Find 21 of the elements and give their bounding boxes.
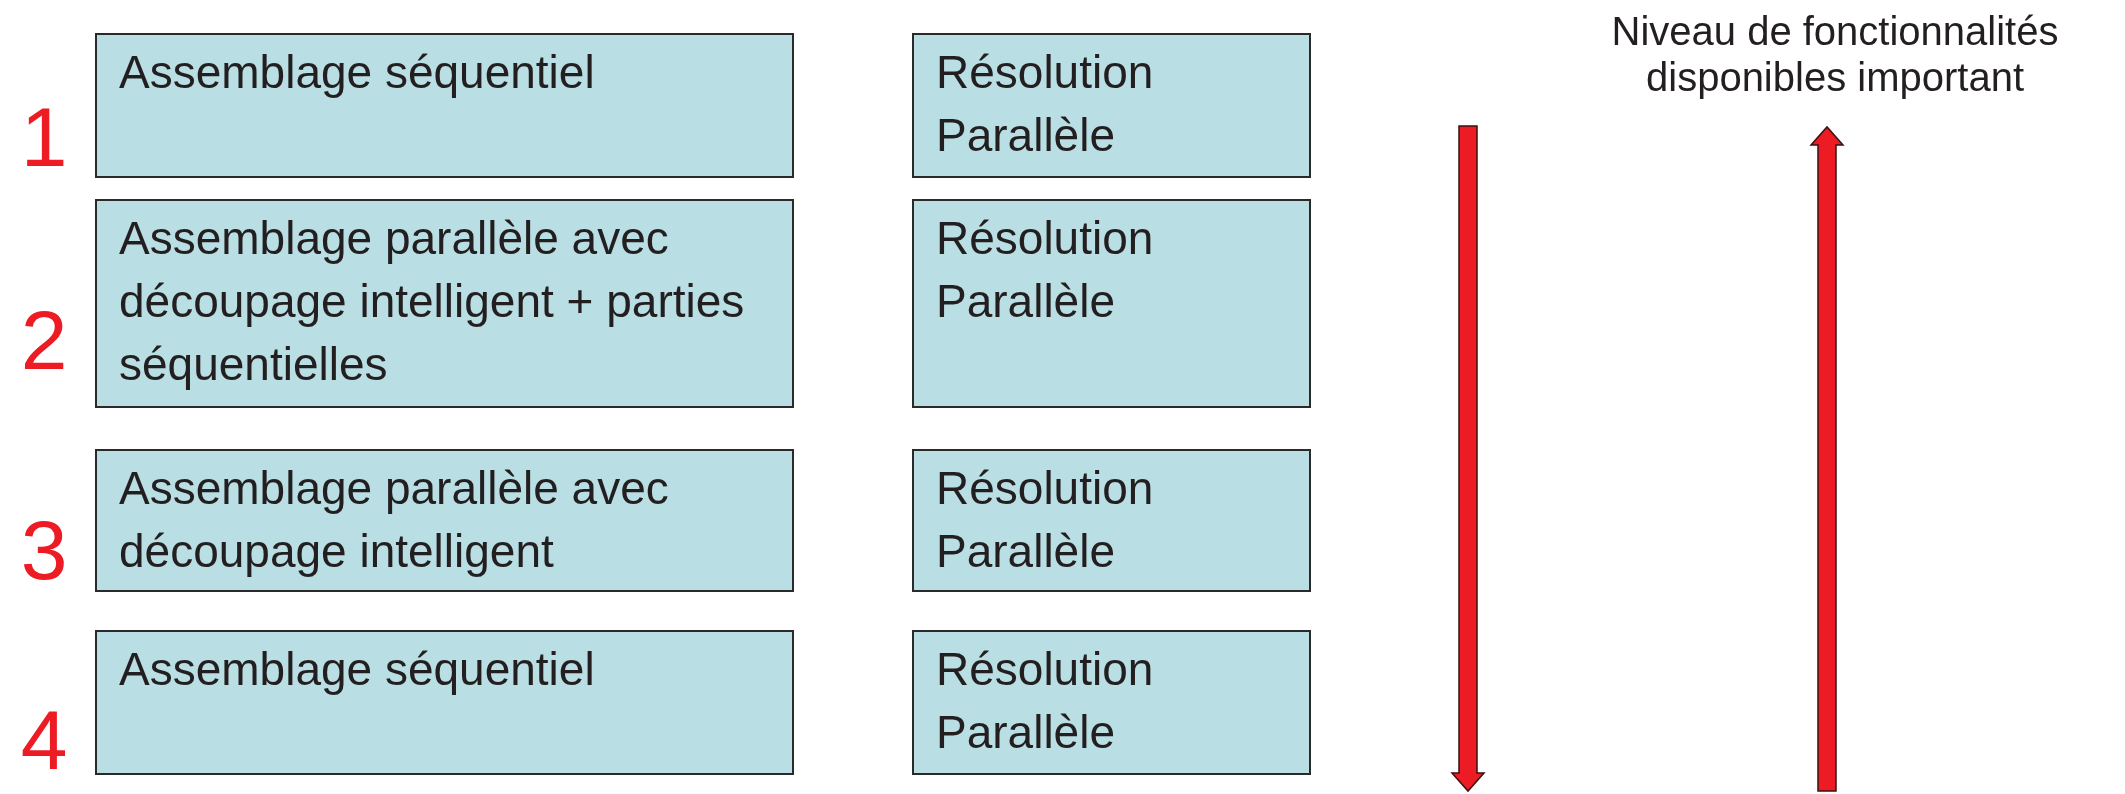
box-text: Résolution Parallèle: [936, 642, 1155, 760]
process-box: [912, 33, 1311, 178]
process-box: [912, 449, 1311, 592]
row-number: 1: [19, 95, 69, 179]
row-number: 4: [19, 698, 69, 782]
process-box: [95, 449, 794, 592]
process-box: [95, 630, 794, 775]
axis-caption: Niveau de fonctionnalités disponibles important: [1610, 8, 2060, 100]
box-text: Assemblage séquentiel: [119, 45, 596, 100]
row-number: 3: [19, 508, 69, 592]
box-text: Résolution Parallèle: [936, 211, 1155, 329]
process-box: [912, 199, 1311, 408]
process-box: [912, 630, 1311, 775]
box-text: Assemblage parallèle avec découpage intelligent + parties séquentielles: [119, 211, 746, 392]
box-text: Résolution Parallèle: [936, 45, 1155, 163]
row-number: 2: [19, 298, 69, 382]
process-box: [95, 33, 794, 178]
box-text: Assemblage parallèle avec découpage intelligent: [119, 461, 670, 579]
process-box: [95, 199, 794, 408]
box-text: Résolution Parallèle: [936, 461, 1155, 579]
box-text: Assemblage séquentiel: [119, 642, 596, 697]
